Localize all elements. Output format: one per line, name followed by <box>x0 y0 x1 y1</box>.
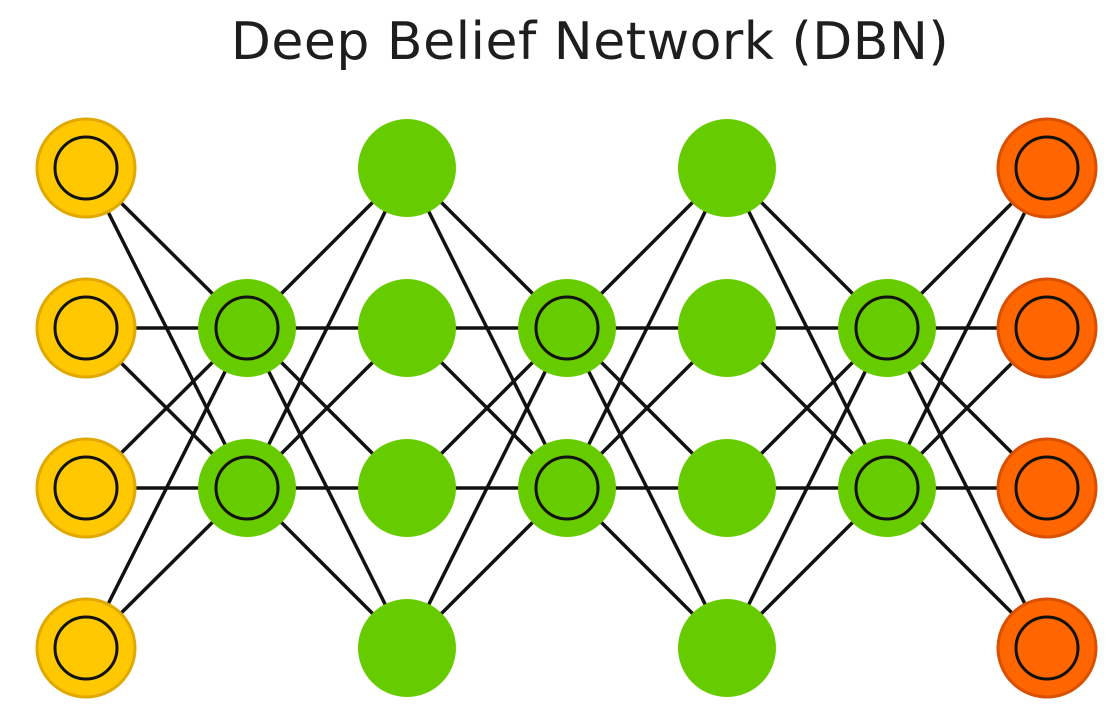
connection-l3n1-l4n0 <box>565 167 729 489</box>
input-node-0-3 <box>35 597 137 699</box>
input-node-0-0 <box>35 117 137 219</box>
hidden-node-1-0 <box>198 279 296 377</box>
node-ring <box>53 455 119 521</box>
hidden-node-circle <box>678 279 776 377</box>
hidden-node-circle <box>678 439 776 537</box>
hidden-node-2-2 <box>358 439 456 537</box>
hidden-node-circle <box>678 599 776 697</box>
connection-l0n3-l1n0 <box>84 327 249 649</box>
hidden-node-circle <box>358 599 456 697</box>
output-node-circle <box>996 437 1098 539</box>
hidden-node-circle <box>358 119 456 217</box>
node-ring <box>534 295 600 361</box>
hidden-node-circle <box>358 279 456 377</box>
hidden-node-1-1 <box>198 439 296 537</box>
hidden-node-circle <box>198 279 296 377</box>
output-node-circle <box>996 277 1098 379</box>
connection-l2n3-l3n0 <box>405 327 569 649</box>
node-ring <box>1014 615 1080 681</box>
output-node-6-1 <box>996 277 1098 379</box>
input-node-0-2 <box>35 437 137 539</box>
hidden-node-5-1 <box>838 439 936 537</box>
hidden-node-4-2 <box>678 439 776 537</box>
input-node-circle <box>35 437 137 539</box>
node-ring <box>53 295 119 361</box>
connection-l5n1-l6n0 <box>885 167 1049 489</box>
output-node-circle <box>996 117 1098 219</box>
hidden-node-4-3 <box>678 599 776 697</box>
node-ring <box>1014 135 1080 201</box>
hidden-node-2-3 <box>358 599 456 697</box>
input-node-circle <box>35 117 137 219</box>
hidden-node-circle <box>678 119 776 217</box>
input-node-circle <box>35 597 137 699</box>
diagram-title: Deep Belief Network (DBN) <box>230 12 950 72</box>
input-node-0-1 <box>35 277 137 379</box>
hidden-node-circle <box>358 439 456 537</box>
node-ring <box>214 295 280 361</box>
hidden-node-2-1 <box>358 279 456 377</box>
node-ring <box>53 615 119 681</box>
node-ring <box>854 455 920 521</box>
node-ring <box>1014 295 1080 361</box>
connection-l4n3-l5n0 <box>725 327 889 649</box>
output-node-circle <box>996 597 1098 699</box>
output-node-6-2 <box>996 437 1098 539</box>
node-ring <box>1014 455 1080 521</box>
hidden-node-circle <box>838 279 936 377</box>
output-node-6-0 <box>996 117 1098 219</box>
input-node-circle <box>35 277 137 379</box>
node-ring <box>53 135 119 201</box>
hidden-node-circle <box>838 439 936 537</box>
hidden-node-5-0 <box>838 279 936 377</box>
node-ring <box>854 295 920 361</box>
node-ring <box>534 455 600 521</box>
hidden-node-4-1 <box>678 279 776 377</box>
hidden-node-circle <box>518 279 616 377</box>
node-ring <box>214 455 280 521</box>
connection-l1n1-l2n0 <box>245 167 409 489</box>
hidden-node-3-0 <box>518 279 616 377</box>
connections <box>84 166 1049 650</box>
hidden-node-2-0 <box>358 119 456 217</box>
hidden-node-3-1 <box>518 439 616 537</box>
hidden-node-circle <box>198 439 296 537</box>
nodes <box>35 117 1098 699</box>
hidden-node-4-0 <box>678 119 776 217</box>
output-node-6-3 <box>996 597 1098 699</box>
hidden-node-circle <box>518 439 616 537</box>
